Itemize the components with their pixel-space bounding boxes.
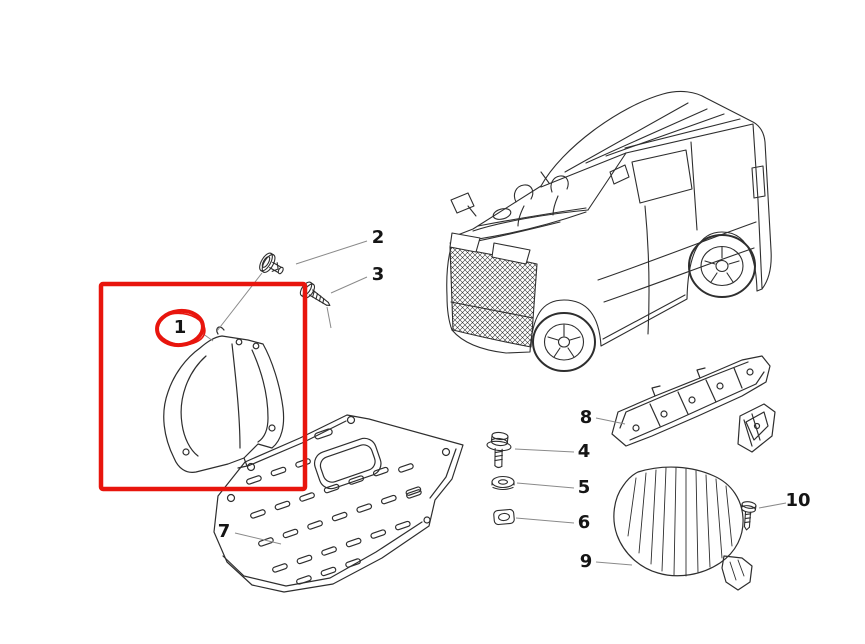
highlight-annotations bbox=[98, 281, 308, 492]
part-7-slots bbox=[246, 428, 422, 585]
part-8-bracket bbox=[737, 403, 776, 453]
callout-label-5: 5 bbox=[577, 477, 591, 498]
callout-label-1: 1 bbox=[173, 317, 187, 338]
van-illustration bbox=[446, 90, 772, 372]
part-10-screw-drawing bbox=[740, 501, 757, 531]
part-5-washer-drawing bbox=[491, 475, 515, 491]
part-9-heat-shield-drawing bbox=[613, 466, 753, 591]
callout-label-2: 2 bbox=[371, 227, 385, 248]
van-windshield bbox=[472, 152, 627, 232]
callout-label-3: 3 bbox=[371, 264, 385, 285]
part-8-rear-cover-drawing bbox=[611, 355, 776, 453]
part-1-shield-drawing bbox=[163, 326, 285, 473]
part-9-tail bbox=[721, 555, 753, 591]
part-6-clip-drawing bbox=[493, 508, 515, 526]
van-roof-ribs bbox=[564, 102, 754, 173]
part-4-bolt-drawing bbox=[486, 431, 512, 469]
callout-label-7: 7 bbox=[217, 521, 231, 542]
callout-label-6: 6 bbox=[577, 512, 591, 533]
part-7-center-opening bbox=[313, 437, 382, 490]
van-grille bbox=[449, 232, 538, 348]
part-3-screw-drawing bbox=[299, 281, 331, 307]
part-2-clip-drawing bbox=[259, 252, 284, 275]
highlight-box bbox=[98, 281, 308, 492]
van-front-wheel bbox=[532, 312, 596, 372]
callout-label-8: 8 bbox=[579, 407, 593, 428]
highlight-circle-stroke bbox=[156, 312, 206, 346]
part-7-underbody-shield-drawing bbox=[213, 414, 464, 593]
callout-label-4: 4 bbox=[577, 441, 591, 462]
callout-label-9: 9 bbox=[579, 551, 593, 572]
callout-label-10: 10 bbox=[785, 490, 811, 511]
van-rear-wheel bbox=[688, 234, 756, 298]
